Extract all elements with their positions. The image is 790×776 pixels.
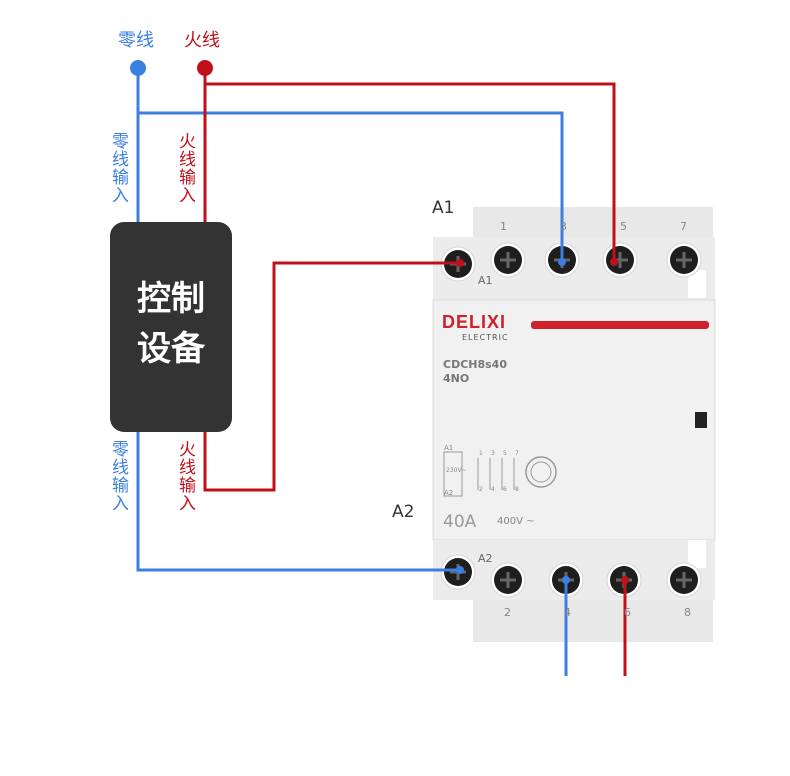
terminal-4: 4 [564, 606, 571, 619]
terminal-1: 1 [500, 220, 507, 233]
schematic-bottom-4: 4 [491, 486, 495, 493]
control-device-line1: 控制 [137, 279, 205, 319]
screw-terminal-icon [602, 242, 638, 278]
screw-terminal-icon [666, 562, 702, 598]
neutral-wire-to-3 [138, 111, 564, 262]
terminal-7: 7 [680, 220, 687, 233]
neutral-wire-bottom [136, 432, 460, 572]
schematic-bottom-2: 2 [479, 486, 483, 493]
live-wire-to-5 [205, 82, 616, 262]
control-device: 控制 设备 [110, 222, 232, 432]
live-label: 火线 [184, 30, 220, 51]
brand-logo: DELIXI [442, 312, 507, 332]
schematic-a2: A2 [444, 489, 454, 497]
terminal-5: 5 [620, 220, 627, 233]
terminal-8: 8 [684, 606, 691, 619]
wire-end-dots [456, 258, 629, 584]
brand-subtitle: ELECTRIC [462, 333, 509, 342]
schematic-bottom-8: 8 [515, 486, 519, 493]
terminal-6: 6 [624, 606, 631, 619]
pole-config: 4NO [443, 372, 470, 385]
schematic-top-1: 1 [479, 450, 483, 457]
control-device-line2: 设备 [137, 329, 205, 369]
rated-current: 40A [443, 512, 477, 532]
live-source-dot [197, 60, 213, 76]
coil-voltage: 230V~ [446, 467, 467, 474]
schematic-top-7: 7 [515, 450, 519, 457]
terminal-2: 2 [504, 606, 511, 619]
coil-label-a1: A1 [432, 198, 455, 218]
terminal-a2-label: A2 [478, 552, 493, 565]
schematic-a1: A1 [444, 444, 454, 452]
contactor-body [432, 207, 716, 642]
live-input-label-top: 火线输入 [175, 132, 195, 204]
schematic-bottom-6: 6 [503, 486, 507, 493]
terminal-a1-label: A1 [478, 274, 493, 287]
screw-terminal-icon [490, 562, 526, 598]
screw-terminal-icon [666, 242, 702, 278]
screw-terminal-icon [490, 242, 526, 278]
neutral-input-label-bottom: 零线输入 [108, 440, 128, 512]
neutral-source-dot [130, 60, 146, 76]
rated-voltage: 400V ~ [497, 516, 535, 527]
live-input-label-bottom: 火线输入 [175, 440, 195, 512]
schematic-top-5: 5 [503, 450, 507, 457]
neutral-input-label-top: 零线输入 [108, 132, 128, 204]
terminal-3: 3 [560, 220, 567, 233]
coil-label-a2: A2 [392, 502, 415, 522]
model-number: CDCH8s40 [443, 358, 507, 371]
live-wire-bottom [203, 261, 460, 492]
schematic-top-3: 3 [491, 450, 495, 457]
neutral-label: 零线 [118, 30, 154, 51]
